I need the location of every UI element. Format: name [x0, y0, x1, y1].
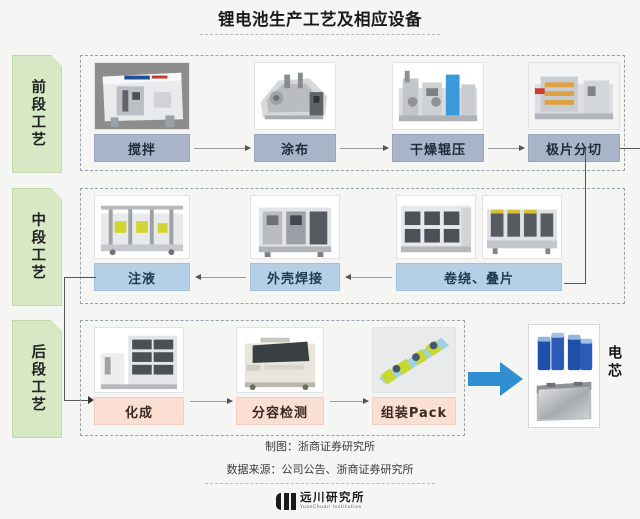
connector-row1-to-row2-top: [620, 148, 640, 150]
logo-chinese-name: 远川研究所: [300, 490, 365, 504]
step-formation-label[interactable]: 化成: [94, 397, 184, 425]
step-coating: 涂布: [254, 62, 336, 162]
arrow-drying-to-slitting: [488, 145, 525, 151]
shell-welding-machine-image: [250, 195, 340, 259]
stage-label-middle: 中段工艺: [12, 188, 62, 306]
output-cell-images: [528, 324, 600, 428]
arrow-grading-to-pack: [330, 398, 369, 404]
stage-label-back-text: 后段工艺: [29, 344, 46, 414]
step-formation: 化成: [94, 327, 184, 427]
output-arrow-icon: [468, 362, 523, 396]
coating-machine-image: [254, 62, 336, 130]
page-title: 锂电池生产工艺及相应设备: [218, 10, 422, 29]
step-electrode-slitting-label[interactable]: 极片分切: [528, 134, 620, 162]
connector-row2-to-row3-arrowhead: [88, 396, 94, 404]
logo-english-name: YuanChuan Institution: [300, 504, 362, 510]
logo-bars-icon: [276, 492, 296, 510]
stacking-machine-image: [482, 195, 562, 259]
arrow-formation-to-grading: [190, 398, 233, 404]
step-drying-rolling: 干燥辊压: [392, 62, 484, 162]
arrow-shellweld-to-filling: [195, 274, 246, 280]
stage-label-front: 前段工艺: [12, 55, 62, 173]
pack-assembly-line-image: [372, 327, 456, 393]
drying-roller-press-image: [392, 62, 484, 130]
arrow-winding-to-shellweld: [345, 274, 392, 280]
step-capacity-grading: 分容检测: [236, 327, 324, 427]
stage-label-back: 后段工艺: [12, 320, 62, 438]
stage-label-middle-text: 中段工艺: [29, 212, 46, 282]
footer-credit: 制图：浙商证券研究所: [265, 440, 375, 453]
row-back-container: [80, 320, 465, 436]
step-mixing-label[interactable]: 搅拌: [94, 134, 190, 162]
step-electrode-slitting: 极片分切: [528, 62, 620, 162]
step-coating-label[interactable]: 涂布: [254, 134, 336, 162]
connector-row2-to-row3-bottom: [64, 400, 90, 402]
brand-logo: 远川研究所 YuanChuan Institution: [276, 490, 365, 510]
row-front-container: [80, 55, 625, 171]
formation-machine-image: [94, 327, 184, 393]
winding-machine-image: [396, 195, 476, 259]
footer-source: 数据来源：公司公告、浙商证券研究所: [226, 463, 414, 476]
logo-text: 远川研究所 YuanChuan Institution: [300, 490, 365, 510]
electrolyte-filling-machine-image: [94, 195, 190, 259]
connector-row2-to-row3-vertical: [64, 277, 66, 401]
connector-row1-to-row2-bottom: [564, 283, 586, 285]
title-divider: [200, 34, 440, 35]
capacity-grading-tester-image: [236, 327, 324, 393]
step-pack-assembly-label[interactable]: 组装Pack: [372, 397, 456, 425]
step-electrolyte-filling: 注液: [94, 195, 190, 295]
connector-row2-to-row3-top: [64, 277, 96, 279]
step-winding-stacking-label[interactable]: 卷绕、叠片: [396, 263, 562, 291]
step-mixing: 搅拌: [94, 62, 190, 162]
step-shell-welding-label[interactable]: 外壳焊接: [250, 263, 340, 291]
arrow-mixing-to-coating: [194, 145, 251, 151]
step-shell-welding: 外壳焊接: [250, 195, 340, 295]
step-pack-assembly: 组装Pack: [372, 327, 456, 427]
arrow-coating-to-drying: [340, 145, 389, 151]
footer-divider: [205, 483, 435, 484]
step-winding-stacking: 卷绕、叠片: [396, 195, 562, 295]
step-capacity-grading-label[interactable]: 分容检测: [236, 397, 324, 425]
stage-label-front-text: 前段工艺: [29, 79, 46, 149]
mixer-machine-image: [94, 62, 190, 130]
step-electrolyte-filling-label[interactable]: 注液: [94, 263, 190, 291]
electrode-slitting-machine-image: [528, 62, 620, 130]
output-label: 电芯: [606, 345, 622, 381]
row-middle-container: [80, 188, 625, 304]
step-drying-rolling-label[interactable]: 干燥辊压: [392, 134, 484, 162]
connector-row1-to-row2-vertical: [585, 148, 587, 284]
